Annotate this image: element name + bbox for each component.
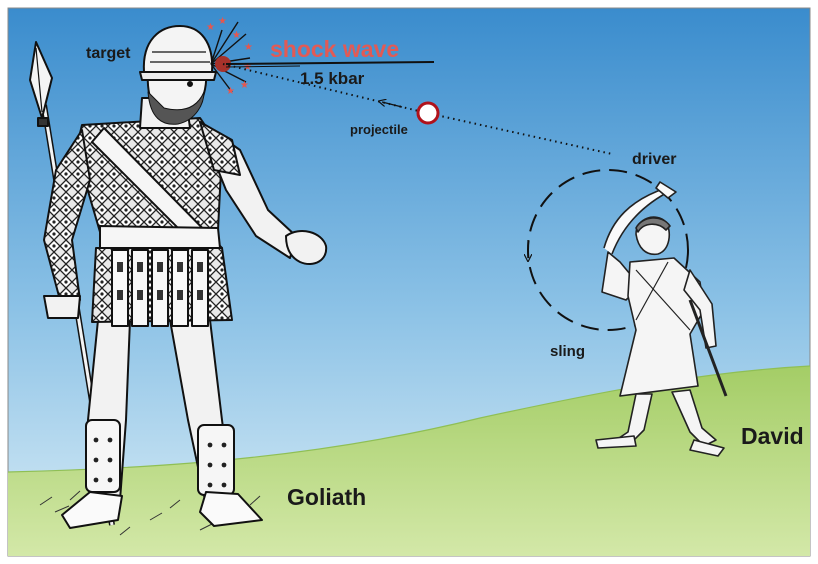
goliath-armor-skirt	[112, 250, 208, 326]
david-label: David	[741, 423, 804, 449]
pressure-label: 1.5 kbar	[300, 69, 365, 88]
projectile-label: projectile	[350, 122, 408, 137]
svg-text:★: ★	[244, 42, 253, 53]
shock-wave-label: shock wave	[270, 36, 399, 62]
goliath-label: Goliath	[287, 484, 366, 510]
svg-text:★: ★	[206, 22, 215, 33]
svg-text:★: ★	[232, 30, 241, 41]
projectile-circle-icon	[418, 103, 438, 123]
svg-text:★: ★	[240, 80, 249, 91]
svg-text:★: ★	[218, 16, 227, 27]
svg-text:★: ★	[226, 86, 235, 97]
driver-label: driver	[632, 151, 676, 168]
target-label: target	[86, 45, 131, 62]
sling-label: sling	[550, 343, 585, 360]
